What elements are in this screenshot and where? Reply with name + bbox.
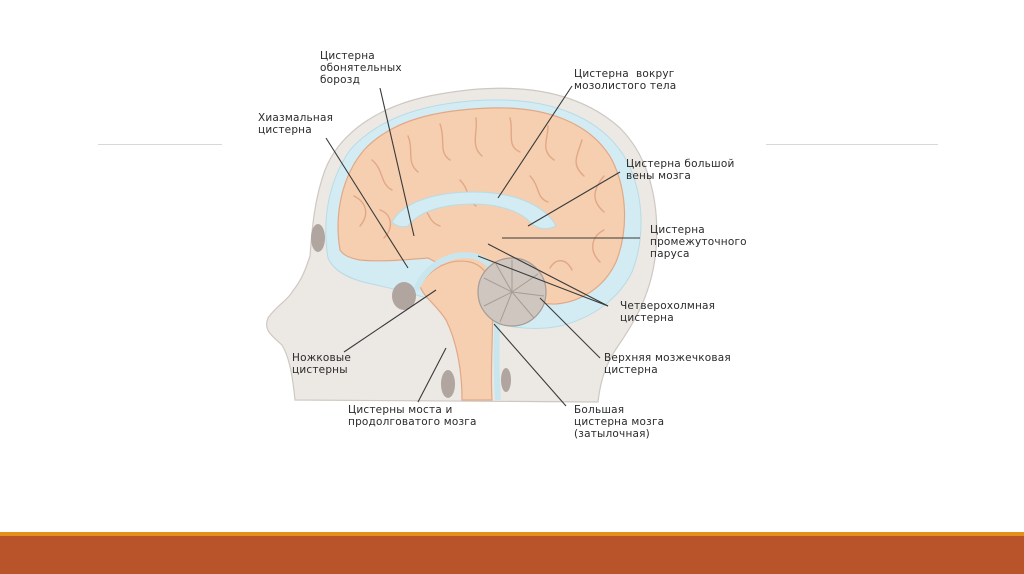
leader-callosal xyxy=(497,85,573,199)
leader-chiasmatic xyxy=(325,137,409,269)
label-chiasmatic-cistern: Хиазмальная цистерна xyxy=(258,112,334,136)
leader-olfactory xyxy=(379,87,415,237)
divider-line-left xyxy=(98,144,222,145)
frontal-sinus-spot xyxy=(311,224,325,252)
sphenoid-spot xyxy=(392,282,416,310)
label-callosal-cistern: Цистерна вокруг мозолистого тела xyxy=(574,68,677,92)
label-velum-cistern: Цистерна промежуточного паруса xyxy=(650,224,747,260)
leader-lines xyxy=(325,85,640,407)
label-quadrigeminal-cistern: Четверохолмная цистерна xyxy=(620,300,716,324)
nasopharynx-spot xyxy=(441,370,455,398)
cervical-spot xyxy=(501,368,511,392)
footer-accent-strip xyxy=(0,532,1024,536)
leader-great-vein xyxy=(527,171,621,227)
label-pontine-cisterns: Цистерны моста и продолговатого мозга xyxy=(348,404,477,428)
cerebrum xyxy=(337,107,626,305)
divider-line-right xyxy=(766,144,938,145)
leader-sup-cerebellar xyxy=(539,297,601,359)
label-olfactory-cistern: Цистерна обонятельных борозд xyxy=(320,50,402,86)
label-peduncular-cisterns: Ножковые цистерны xyxy=(292,352,352,376)
label-sup-cerebellar-cistern: Верхняя мозжечковая цистерна xyxy=(604,352,731,376)
leader-quadri-2 xyxy=(477,255,609,307)
label-cisterna-magna: Большая цистерна мозга (затылочная) xyxy=(574,404,665,440)
label-great-vein-cistern: Цистерна большой вены мозга xyxy=(626,158,735,182)
footer-bar xyxy=(0,536,1024,574)
brainstem xyxy=(419,260,494,401)
brain-cisterns-diagram xyxy=(266,85,658,407)
leader-peduncular xyxy=(343,289,437,353)
leader-pontine xyxy=(417,347,447,403)
leader-quadri-1 xyxy=(487,243,609,307)
leader-magna xyxy=(493,323,567,407)
